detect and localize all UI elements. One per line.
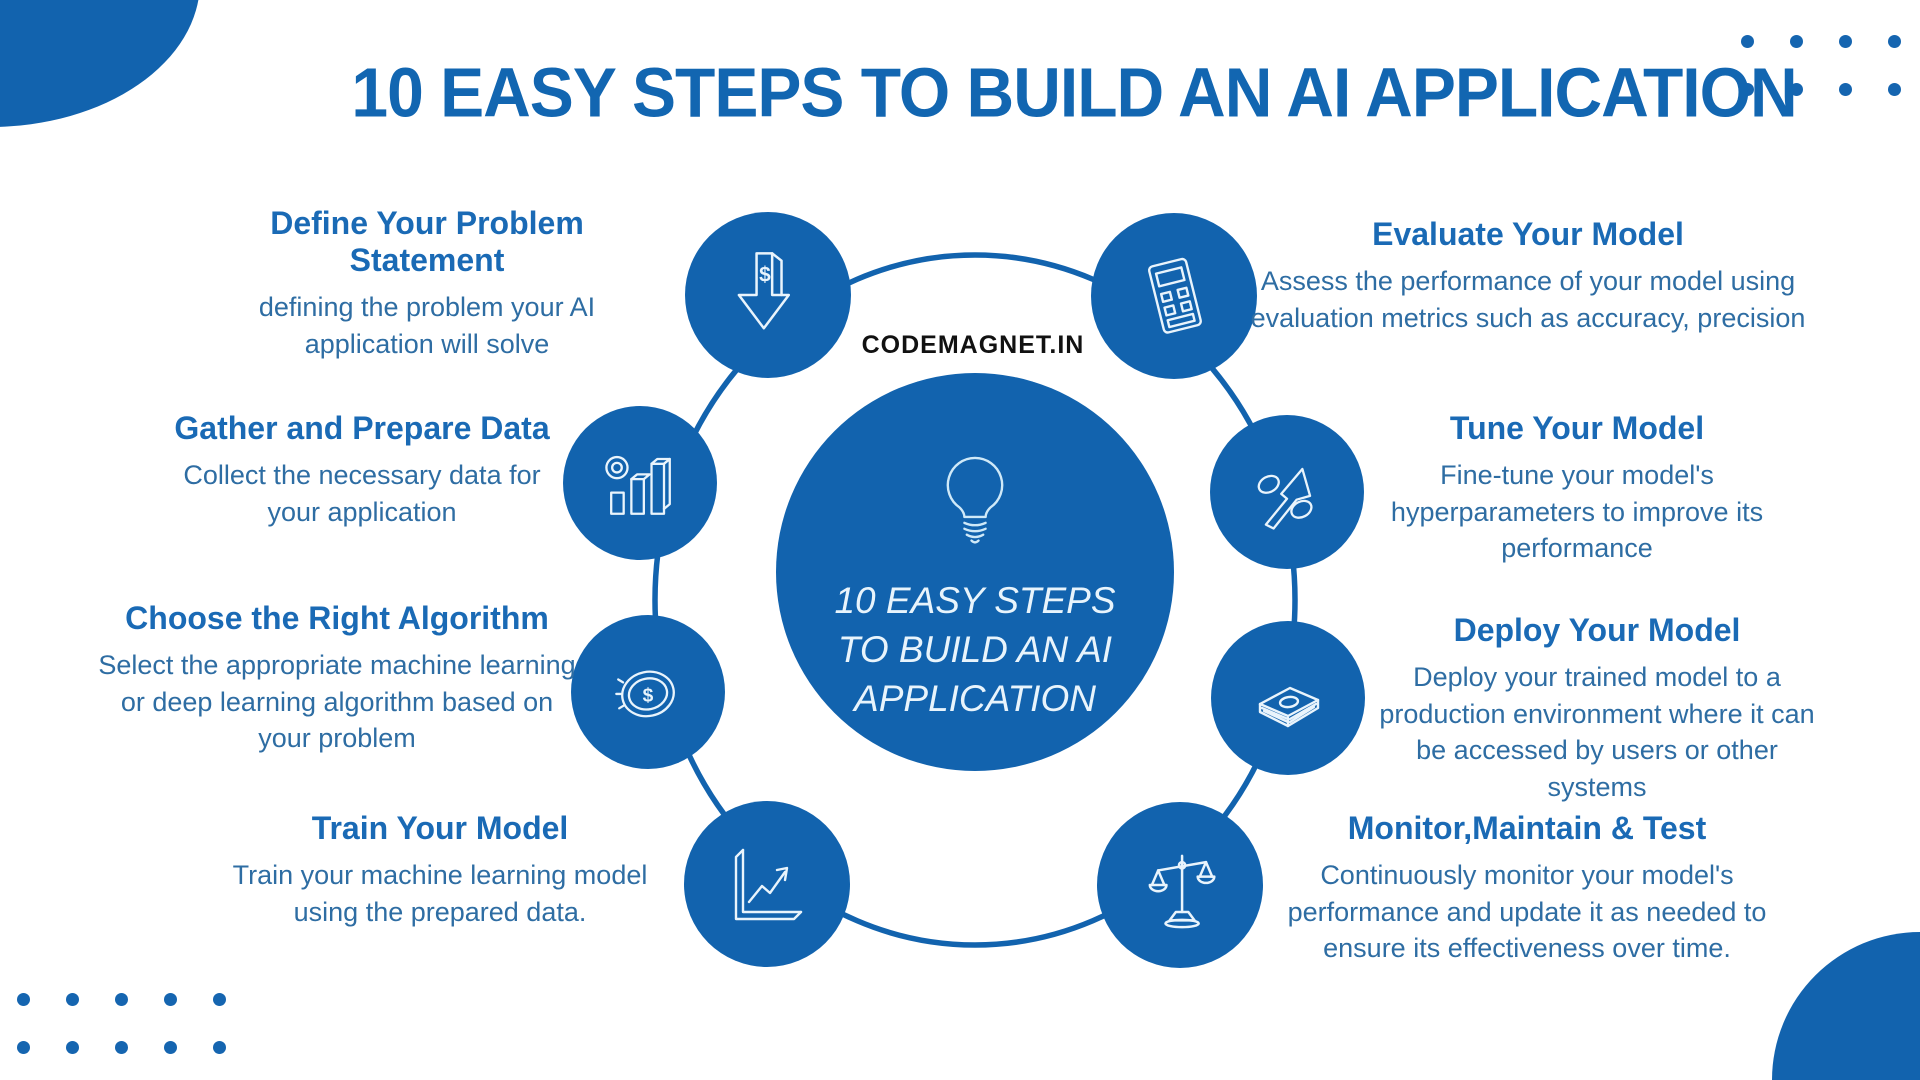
step-description: Assess the performance of your model usi… [1250, 266, 1806, 333]
step-gather-data: Gather and Prepare Data Collect the nece… [162, 410, 562, 530]
step-description: Collect the necessary data for your appl… [183, 460, 541, 527]
step-title: Deploy Your Model [1453, 612, 1741, 648]
step-description: Select the appropriate machine learning … [98, 650, 576, 754]
decor-dot [1741, 35, 1754, 48]
dots-top-right-row1 [1741, 35, 1901, 48]
step-description: Fine-tune your model's hyperparameters t… [1390, 460, 1764, 564]
bar-chart-icon [605, 455, 671, 515]
decor-dot [1839, 83, 1852, 96]
step-train-model: Train Your Model Train your machine lear… [215, 810, 665, 930]
page-title: 10 EASY STEPS TO BUILD AN AI APPLICATION [351, 53, 1797, 132]
step-deploy-model: Deploy Your Model Deploy your trained mo… [1372, 612, 1822, 806]
step-tune-model: Tune Your Model Fine-tune your model's h… [1367, 410, 1787, 567]
step-title: Choose the Right Algorithm [125, 600, 549, 636]
decor-dot [1888, 83, 1901, 96]
decor-dot [1741, 83, 1754, 96]
decor-dot [66, 993, 79, 1006]
center-hub-text: 10 EASY STEPS TO BUILD AN AI APPLICATION [834, 580, 1116, 719]
dollar-coin-icon: $ [615, 670, 675, 718]
decor-dot [1790, 83, 1803, 96]
step-title: Gather and Prepare Data [174, 410, 550, 446]
decor-dot [1790, 35, 1803, 48]
step-title: Monitor,Maintain & Test [1347, 810, 1707, 846]
decor-dot [213, 993, 226, 1006]
balance-scale-icon [1148, 854, 1216, 929]
step-circle-monitor-maintain [1097, 802, 1263, 968]
banknotes-icon [1258, 686, 1320, 728]
calculator-icon [1147, 257, 1202, 334]
decor-dot [17, 993, 30, 1006]
decor-dot [164, 1041, 177, 1054]
step-define-problem: Define Your Problem Statement defining t… [227, 205, 627, 362]
dots-bottom-left-row1 [17, 993, 226, 1006]
step-description: Train your machine learning model using … [232, 860, 648, 927]
decor-dot [115, 1041, 128, 1054]
step-description: Deploy your trained model to a productio… [1379, 662, 1815, 803]
brand-text: CODEMAGNET.IN [861, 331, 1085, 359]
step-evaluate-model: Evaluate Your Model Assess the performan… [1238, 216, 1818, 336]
step-circle-evaluate-model [1091, 213, 1257, 379]
step-circle-train-model [684, 801, 850, 967]
step-circle-define-problem: $ [685, 212, 851, 378]
center-hub-circle: 10 EASY STEPS TO BUILD AN AI APPLICATION [776, 373, 1174, 771]
dots-top-right-row2 [1741, 83, 1901, 96]
decor-dot [1839, 35, 1852, 48]
step-description: Continuously monitor your model's perfor… [1287, 860, 1767, 964]
step-choose-algorithm: Choose the Right Algorithm Select the ap… [92, 600, 582, 757]
dots-bottom-left-row2 [17, 1041, 226, 1054]
step-description: defining the problem your AI application… [258, 292, 596, 359]
decor-dot [164, 993, 177, 1006]
decor-dot [115, 993, 128, 1006]
step-circle-tune-model [1210, 415, 1364, 569]
dollar-glyph: $ [759, 263, 771, 286]
step-circle-deploy-model [1211, 621, 1365, 775]
step-title: Tune Your Model [1449, 410, 1705, 446]
step-title: Train Your Model [311, 810, 569, 846]
step-circle-choose-algorithm: $ [571, 615, 725, 769]
step-monitor-maintain: Monitor,Maintain & Test Continuously mon… [1282, 810, 1772, 967]
growth-chart-icon [734, 848, 803, 921]
step-title: Evaluate Your Model [1372, 216, 1684, 252]
decor-dot [66, 1041, 79, 1054]
decor-dot [17, 1041, 30, 1054]
lightbulb-icon [946, 456, 1004, 544]
percent-arrow-icon [1257, 467, 1313, 530]
step-circle-gather-data [563, 406, 717, 560]
dollar-glyph: $ [643, 686, 654, 707]
decor-dot [213, 1041, 226, 1054]
decor-dot [1888, 35, 1901, 48]
step-title: Define Your Problem Statement [270, 205, 584, 278]
cost-down-arrow-icon: $ [737, 252, 791, 330]
